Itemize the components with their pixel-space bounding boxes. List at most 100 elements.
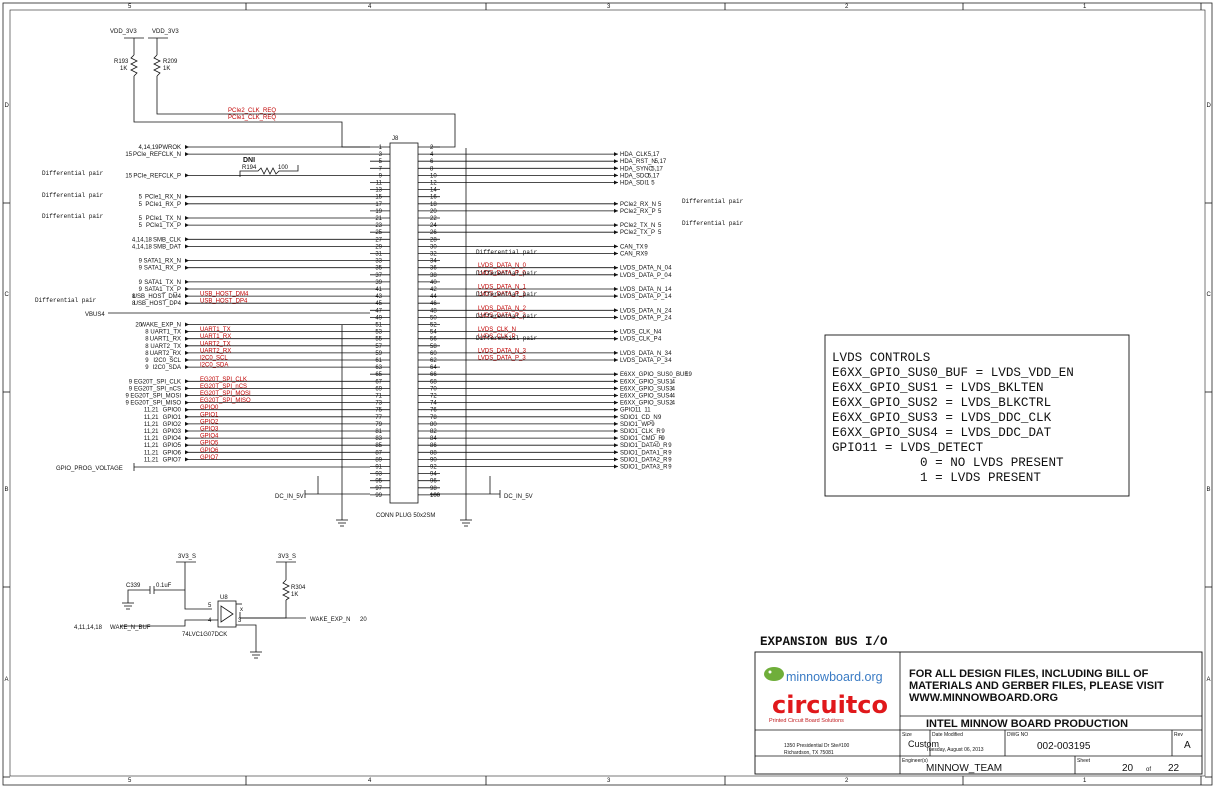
- pin-number: 38: [430, 273, 437, 279]
- net-ref-left: 4,14,19: [138, 145, 159, 151]
- pin-number: 85: [375, 443, 382, 449]
- diff-pair-label: Differential pair: [476, 313, 538, 320]
- pin-number: 41: [375, 287, 382, 293]
- net-label-right: LVDS_DATA_P_1: [620, 294, 668, 300]
- net-label-left: PWROK: [158, 145, 181, 151]
- border-col-top: 1: [1083, 4, 1087, 10]
- pin-number: 35: [375, 266, 382, 272]
- left-nets: PWROK4,14,19PCIe_REFCLK_N15PCIe_REFCLK_P…: [125, 145, 370, 463]
- net-label-right: SDIO1_DATA1_R: [620, 450, 668, 456]
- lvds-controls-note: LVDS CONTROLS E6XX_GPIO_SUS0_BUF = LVDS_…: [824, 334, 1130, 497]
- net-ref-right: 9: [661, 436, 665, 442]
- note-line: E6XX_GPIO_SUS4 = LVDS_DDC_DAT: [832, 426, 1052, 440]
- net-ref-right: 4: [668, 273, 672, 279]
- sheet-border-inner: [9, 9, 1206, 777]
- net-label-right: E6XX_GPIO_SUS2: [620, 401, 673, 407]
- pin-number: 99: [375, 493, 382, 499]
- dni-ref: R194: [242, 165, 257, 171]
- pin-number: 75: [375, 408, 382, 414]
- net-label-red: EG20T_SPI_nCS: [200, 384, 247, 390]
- sheet-title: EXPANSION BUS I/O: [760, 635, 888, 649]
- net-label-left: SATA1_TX_N: [144, 280, 181, 286]
- net-label-red: EG20T_SPI_MOSI: [200, 391, 251, 397]
- pin-number: 20: [430, 209, 437, 215]
- pin-number: 76: [430, 408, 437, 414]
- note-line: E6XX_GPIO_SUS1 = LVDS_BKLTEN: [832, 381, 1044, 395]
- border-row-left: D: [5, 103, 10, 109]
- net-label-right: PCIe2_TX_P: [620, 230, 655, 236]
- net-label-right: LVDS_CLK_P: [620, 337, 658, 343]
- net-label-red: I2C0_SDA: [200, 363, 228, 369]
- title-block: EXPANSION BUS I/O minnowboard.org circui…: [754, 635, 1203, 775]
- pin-number: 82: [430, 429, 437, 435]
- ic-ref: U8: [220, 595, 228, 601]
- net-label-right: SDIO1_DATA3_R: [620, 465, 668, 471]
- net-label-left: SMB_DAT: [153, 244, 181, 250]
- net-label-left: USB_HOST_DM4: [133, 294, 182, 300]
- pin-4: 4: [208, 618, 212, 624]
- net-ref-left: 4,14,18: [132, 244, 153, 250]
- net-label-red: LVDS_DATA_N_0: [478, 263, 527, 269]
- note-line: LVDS CONTROLS: [832, 351, 930, 365]
- dni-value: 100: [278, 165, 289, 171]
- pin-number: 84: [430, 436, 437, 442]
- cap-ref: C339: [126, 583, 141, 589]
- pin-number: 7: [379, 166, 383, 172]
- note-line: E6XX_GPIO_SUS3 = LVDS_DDC_CLK: [832, 411, 1052, 425]
- res-ref: R304: [291, 585, 306, 591]
- net-ref-right: 4: [668, 294, 672, 300]
- net-ref-right: 5,17: [651, 166, 663, 172]
- border-row-left: B: [5, 487, 9, 493]
- net-label-right: PCIe2_TX_N: [620, 223, 655, 229]
- border-col-bottom: 5: [128, 778, 132, 784]
- pin-number: 67: [375, 379, 382, 385]
- pin-number: 14: [430, 188, 437, 194]
- pin-number: 79: [375, 422, 382, 428]
- pin-number: 46: [430, 301, 437, 307]
- pin-number: 58: [430, 344, 437, 350]
- net-label-red: USB_HOST_DM4: [200, 292, 249, 298]
- net-ref-left: 11,21: [144, 422, 159, 428]
- wake-pwr-2: 3V3_S: [278, 554, 296, 560]
- net-ref-right: 5,17: [655, 159, 667, 165]
- logo-tagline: Printed Circuit Board Solutions: [769, 718, 844, 724]
- nc-mark: x: [240, 607, 243, 613]
- net-label-right: HDA_SDO: [620, 173, 649, 179]
- diff-pair-label: Differential pair: [476, 335, 538, 342]
- net-label-right: LVDS_DATA_N_1: [620, 287, 669, 293]
- sheet-label: Sheet: [1077, 758, 1091, 764]
- border-col-top: 4: [368, 4, 372, 10]
- dwg-value: 002-003195: [1037, 741, 1091, 752]
- net-ref-left: 8: [145, 351, 149, 357]
- net-label-red: UART2_RX: [200, 348, 231, 354]
- net-label-right: HDA_SYNC: [620, 166, 653, 172]
- net-label-left: EG20T_SPI_MOSI: [130, 394, 181, 400]
- net-label-right: LVDS_DATA_N_2: [620, 308, 669, 314]
- pin-number: 69: [375, 386, 382, 392]
- pin-number: 54: [430, 330, 437, 336]
- net-ref-left: 9: [129, 386, 133, 392]
- pin-number: 47: [375, 308, 382, 314]
- net-label-right: SDIO1_CLK_R: [620, 429, 661, 435]
- net-ref-right: 4: [658, 337, 662, 343]
- net-ref-right: 4: [668, 351, 672, 357]
- net-label-right: LVDS_DATA_N_3: [620, 351, 669, 357]
- pin-number: 60: [430, 351, 437, 357]
- net-ref-left: 5: [139, 216, 143, 222]
- net-label-left: SATA1_TX_P: [145, 287, 181, 293]
- net-label-left: EG20T_SPI_CLK: [134, 379, 181, 385]
- net-label-left: GPIO6: [163, 450, 182, 456]
- pin-number: 32: [430, 252, 437, 258]
- net-label-right: LVDS_DATA_P_2: [620, 315, 668, 321]
- net-label-left: SMB_CLK: [153, 237, 181, 243]
- pin-number: 17: [375, 202, 382, 208]
- dc-in-left: DC_IN_5V: [275, 494, 304, 500]
- net-label-red: UART1_RX: [200, 334, 231, 340]
- net-label-left: GPIO5: [163, 443, 182, 449]
- diff-pair-label: Differential pair: [682, 220, 744, 227]
- vdd-label-2: VDD_3V3: [152, 29, 179, 35]
- net-ref-left: 11,21: [144, 443, 159, 449]
- net-label-red: GPIO6: [200, 448, 219, 454]
- logo-minnowboard: minnowboard.org: [786, 670, 883, 684]
